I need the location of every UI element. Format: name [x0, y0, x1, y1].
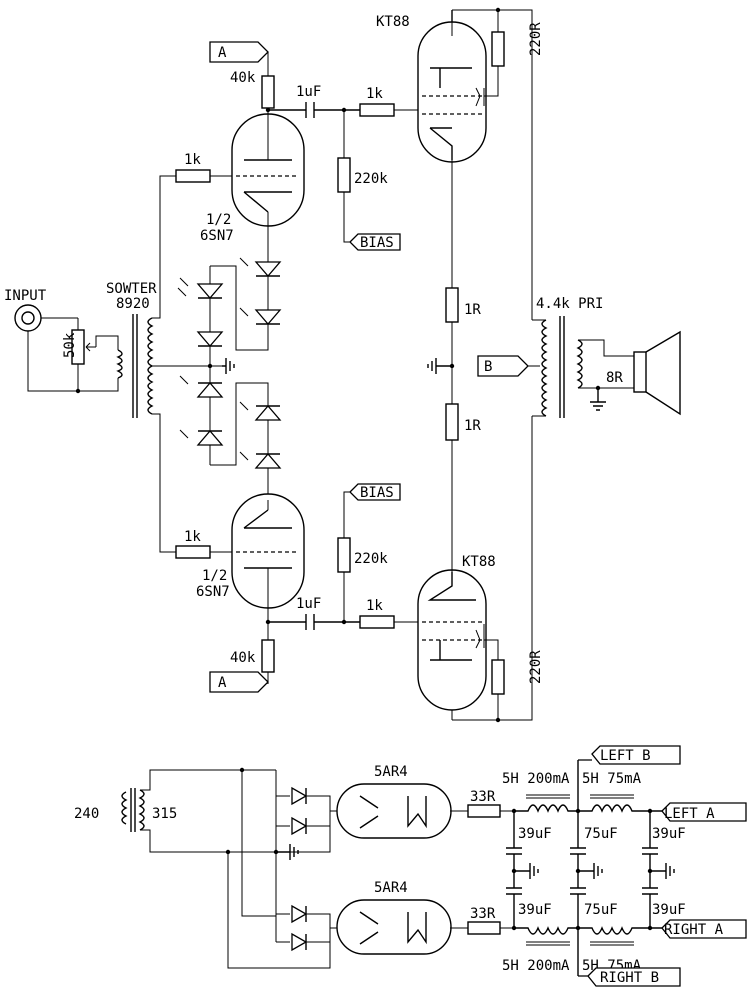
output-tube-top-label: KT88 — [376, 14, 410, 30]
output-grid-stopper-top — [341, 103, 418, 117]
cap-3-top-label: 39uF — [652, 826, 686, 842]
input-pot-value: 50k — [62, 332, 78, 358]
tag-left-a-label: LEFT A — [664, 806, 715, 822]
tag-right-a-label: RIGHT A — [664, 922, 724, 938]
output-grid-stopper-bottom-label: 1k — [366, 598, 383, 614]
tag-right-b-label: RIGHT B — [600, 970, 659, 986]
mains-primary-label: 240 — [74, 806, 99, 822]
driver-tube-top-label-1: 1/2 — [206, 212, 231, 228]
screen-res-bottom — [452, 416, 533, 723]
tag-a-bottom — [209, 671, 269, 693]
led-bias-stack — [177, 230, 282, 500]
output-tube-bottom-label: KT88 — [462, 554, 496, 570]
cap-1-bottom-label: 39uF — [518, 902, 552, 918]
series-res-right — [467, 921, 514, 935]
tag-left-b-label: LEFT B — [600, 748, 651, 764]
mains-secondary-label: 315 — [152, 806, 177, 822]
mains-transformer — [121, 769, 276, 853]
tag-right-b — [578, 967, 681, 987]
choke-left-1-label: 5H 200mA — [502, 771, 570, 787]
speaker-icon — [633, 330, 681, 416]
coupling-cap-bottom-label: 1uF — [296, 596, 321, 612]
output-tube-top — [417, 10, 487, 163]
input-jack — [14, 304, 78, 392]
choke-right-1-label: 5H 200mA — [502, 958, 570, 974]
coupling-cap-top — [268, 102, 360, 118]
grid-leak-bottom — [337, 483, 401, 622]
tag-a-top — [209, 41, 269, 63]
chokes-left — [511, 794, 662, 814]
cathode-res-bottom-label: 1R — [464, 418, 481, 434]
cap-2-bottom-label: 75uF — [584, 902, 618, 918]
cathode-res-top — [427, 160, 459, 404]
output-transformer-label: 4.4k PRI — [536, 296, 603, 312]
grid-resistor-top-label: 1k — [184, 152, 201, 168]
transformer-label-2: 8920 — [116, 296, 150, 312]
screen-res-top-label: 220R — [528, 22, 544, 56]
cathode-res-top-label: 1R — [464, 302, 481, 318]
screen-res-top — [452, 7, 533, 320]
driver-tube-top — [231, 113, 305, 230]
tag-left-b — [578, 745, 681, 765]
output-grid-stopper-top-label: 1k — [366, 86, 383, 102]
output-grid-stopper-bottom — [341, 615, 418, 629]
sowter-transformer — [116, 175, 222, 553]
output-tube-bottom — [417, 569, 487, 720]
tag-b — [477, 355, 529, 377]
coupling-cap-bottom — [268, 614, 360, 630]
series-res-right-label: 33R — [470, 906, 496, 922]
anode-load-bottom-label: 40k — [230, 650, 256, 666]
rectifier-wiring — [225, 767, 344, 969]
grid-leak-top — [337, 110, 401, 251]
cap-3-bottom-label: 39uF — [652, 902, 686, 918]
driver-tube-top-label-2: 6SN7 — [200, 228, 234, 244]
input-label: INPUT — [4, 288, 47, 304]
cap-1-top-label: 39uF — [518, 826, 552, 842]
series-res-left — [467, 804, 514, 818]
tag-a-top-label: A — [218, 45, 227, 61]
driver-tube-bottom — [231, 493, 305, 616]
driver-tube-bottom-label-1: 1/2 — [202, 568, 227, 584]
grid-resistor-top — [175, 169, 232, 183]
cap-2-top-label: 75uF — [584, 826, 618, 842]
chokes-right — [511, 925, 662, 946]
series-res-left-label: 33R — [470, 789, 496, 805]
screen-res-bottom-label: 220R — [528, 650, 544, 684]
input-pot — [71, 318, 119, 394]
anode-load-bottom — [261, 616, 275, 684]
driver-tube-bottom-label-2: 6SN7 — [196, 584, 230, 600]
tag-right-a — [661, 919, 747, 939]
bias-tag-top: BIAS — [360, 235, 394, 251]
filter-caps — [506, 760, 675, 976]
grid-leak-bottom-label: 220k — [354, 551, 388, 567]
rectifier-tube-right — [336, 899, 468, 955]
tag-b-label: B — [484, 359, 492, 375]
output-transformer — [520, 316, 635, 418]
anode-load-top — [261, 60, 275, 114]
anode-load-top-label: 40k — [230, 70, 256, 86]
choke-left-2-label: 5H 75mA — [582, 771, 642, 787]
cathode-res-bottom — [445, 403, 459, 572]
rectifier-tube-left — [336, 783, 468, 839]
grid-leak-top-label: 220k — [354, 171, 388, 187]
speaker-load-label: 8R — [606, 370, 623, 386]
rectifier-left-label: 5AR4 — [374, 764, 408, 780]
grid-resistor-bottom-label: 1k — [184, 529, 201, 545]
tag-left-a — [661, 802, 747, 822]
rectifier-right-label: 5AR4 — [374, 880, 408, 896]
grid-resistor-bottom — [175, 545, 232, 559]
bias-tag-bottom: BIAS — [360, 485, 394, 501]
coupling-cap-top-label: 1uF — [296, 84, 321, 100]
transformer-label-1: SOWTER — [106, 281, 157, 297]
tag-a-bottom-label: A — [218, 675, 227, 691]
